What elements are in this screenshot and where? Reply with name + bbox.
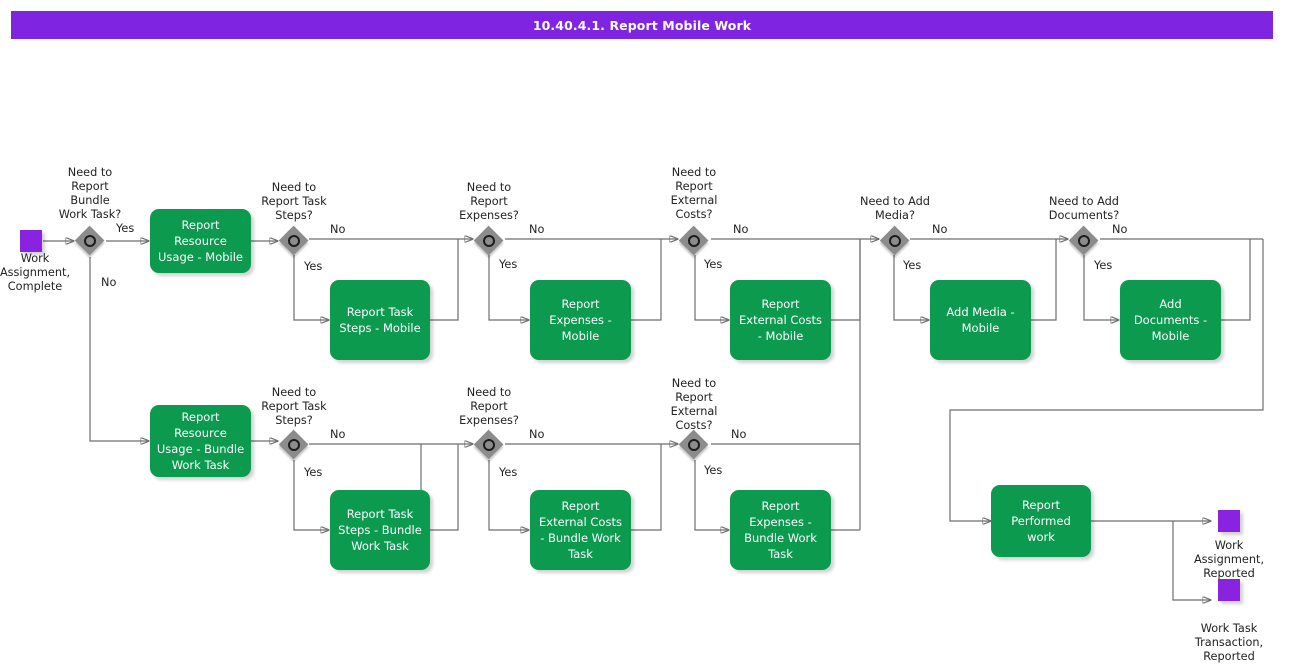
gateway-need-report-bundle-work-task[interactable] [75,226,105,256]
gateway-label-g6: Need to Add Documents? [1048,195,1120,222]
task-report-resource-usage-bundle-work-task[interactable]: Report Resource Usage - Bundle Work Task [150,405,251,477]
gateway-need-report-external-costs-bundle[interactable] [679,430,709,460]
start-event-work-assignment-complete[interactable] [20,230,42,252]
inclusive-gateway-circle-icon [688,235,700,247]
flow-label-g8-no: No [529,428,545,441]
task-report-task-steps-bundle-work-task[interactable]: Report Task Steps - Bundle Work Task [330,490,430,570]
flow-label-g4-yes: Yes [704,258,723,271]
flow-label-g9-yes: Yes [704,464,723,477]
inclusive-gateway-circle-icon [889,235,901,247]
flow-label-g7-no: No [330,428,346,441]
gateway-need-report-expenses-mobile[interactable] [474,226,504,256]
gateway-need-add-media[interactable] [880,226,910,256]
flow-label-g6-no: No [1112,223,1128,236]
gateway-label-g8: Need to Report Expenses? [459,386,519,427]
gateway-label-g1: Need to Report Bundle Work Task? [58,166,122,221]
task-report-expenses-mobile[interactable]: Report Expenses - Mobile [530,280,631,360]
flow-label-g2-yes: Yes [304,260,323,273]
task-report-task-steps-mobile[interactable]: Report Task Steps - Mobile [330,280,430,360]
flow-label-g2-no: No [330,223,346,236]
task-report-external-costs-bundle-work-task[interactable]: Report External Costs - Bundle Work Task [530,490,631,570]
task-report-expenses-bundle-work-task[interactable]: Report Expenses -Bundle Work Task [730,490,831,570]
inclusive-gateway-circle-icon [483,235,495,247]
inclusive-gateway-circle-icon [483,439,495,451]
task-add-documents-mobile[interactable]: Add Documents -Mobile [1120,280,1221,360]
gateway-label-g7: Need to Report Task Steps? [261,386,327,427]
flow-label-g9-no: No [731,428,747,441]
inclusive-gateway-circle-icon [288,235,300,247]
gateway-label-g4: Need to Report External Costs? [670,166,718,221]
flow-label-g1-no: No [101,276,117,289]
gateway-need-report-external-costs-mobile[interactable] [679,226,709,256]
inclusive-gateway-circle-icon [688,439,700,451]
gateway-label-g5: Need to Add Media? [860,195,930,222]
task-report-performed-work[interactable]: Report Performed work [991,485,1091,557]
flow-label-g4-no: No [733,223,749,236]
end-event-work-assignment-reported[interactable] [1218,510,1240,532]
gateway-need-report-task-steps-mobile[interactable] [279,226,309,256]
start-event-label: Work Assignment, Complete [0,252,71,293]
gateway-need-report-expenses-bundle[interactable] [474,430,504,460]
end-event-label-work-assignment-reported: Work Assignment, Reported [1193,539,1265,580]
flow-label-g3-no: No [529,223,545,236]
gateway-label-g9: Need to Report External Costs? [670,377,718,432]
end-event-label-work-task-transaction-reported: Work Task Transaction, Reported [1194,622,1264,663]
page-title: 10.40.4.1. Report Mobile Work [532,17,752,33]
inclusive-gateway-circle-icon [1078,235,1090,247]
task-report-external-costs-mobile[interactable]: Report External Costs - Mobile [730,280,831,360]
task-report-resource-usage-mobile[interactable]: Report Resource Usage - Mobile [150,209,251,273]
flow-label-g5-yes: Yes [903,259,922,272]
gateway-label-g2: Need to Report Task Steps? [261,181,327,222]
task-add-media-mobile[interactable]: Add Media - Mobile [930,280,1031,360]
inclusive-gateway-circle-icon [84,235,96,247]
flow-label-g1-yes: Yes [116,222,135,235]
gateway-need-report-task-steps-bundle[interactable] [279,430,309,460]
flow-label-g8-yes: Yes [499,466,518,479]
page-title-bar: 10.40.4.1. Report Mobile Work [11,11,1273,39]
flow-label-g3-yes: Yes [499,258,518,271]
end-event-work-task-transaction-reported[interactable] [1218,579,1240,601]
inclusive-gateway-circle-icon [288,439,300,451]
flow-label-g5-no: No [932,223,948,236]
gateway-need-add-documents[interactable] [1069,226,1099,256]
flow-label-g7-yes: Yes [304,466,323,479]
flow-label-g6-yes: Yes [1094,259,1113,272]
gateway-label-g3: Need to Report Expenses? [459,181,519,222]
